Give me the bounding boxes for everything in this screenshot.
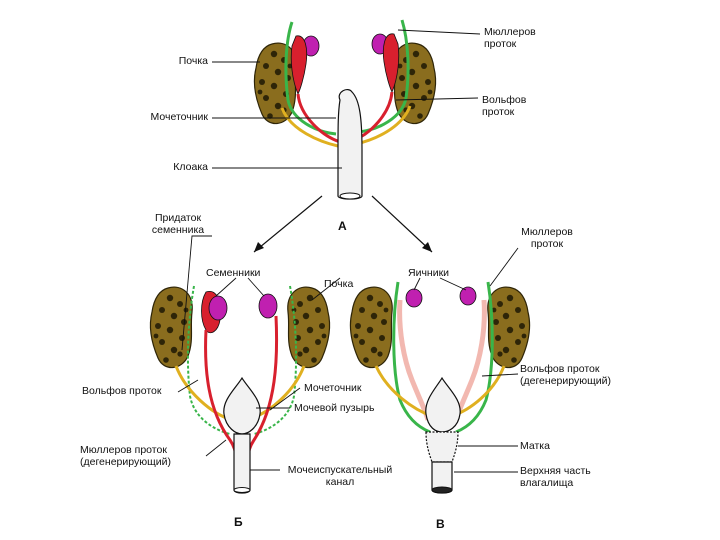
label-kidney-a: Почка [178, 55, 208, 67]
label-urethra: Мочеиспускательный канал [287, 464, 393, 488]
ovary-c-right-icon [459, 286, 477, 306]
bladder-c-shape [425, 376, 461, 433]
label-epididymis: Придаток семенника [151, 212, 205, 236]
label-muller-a: Мюллеров проток [484, 26, 536, 50]
urethra-b-shape [233, 433, 251, 494]
vagina-c-opening [431, 486, 453, 494]
panel-b-group [149, 285, 331, 494]
cloaca-opening [339, 192, 361, 200]
testis-b-right-icon [258, 293, 278, 319]
muller-duct-b-right [253, 285, 298, 435]
label-muller-b: Мюллеров проток (дегенерирующий) [80, 444, 171, 468]
label-wolff-b: Вольфов проток [82, 385, 162, 397]
label-uterus: Матка [520, 440, 550, 452]
label-testes: Семенники [206, 267, 261, 279]
label-ureter-b: Мочеточник [304, 382, 362, 394]
uterus-c-shape [425, 431, 459, 463]
label-panel-a: А [338, 219, 347, 233]
kidney-c-right-icon [487, 286, 531, 369]
arrow-to-b [253, 195, 323, 253]
wolff-duct-c-left [397, 299, 431, 421]
label-cloaca: Клоака [173, 161, 208, 173]
arrow-to-c [371, 195, 433, 253]
kidney-c-left-icon [349, 286, 393, 369]
label-ovaries: Яичники [408, 267, 450, 279]
panel-a-group [253, 19, 437, 200]
label-bladder: Мочевой пузырь [294, 402, 375, 414]
testis-b-left-icon [208, 295, 228, 321]
wolff-duct-b-right [246, 315, 279, 459]
label-vagina: Верхняя часть влагалища [520, 465, 591, 489]
arrow-to-b-head [254, 242, 264, 252]
urethra-b-opening [233, 487, 251, 493]
kidney-b-left-icon [149, 286, 193, 369]
kidney-a-left-icon [253, 42, 297, 125]
cloaca-shape [337, 88, 363, 200]
panel-c-group [349, 281, 531, 494]
label-wolff-c: Вольфов проток (дегенерирующий) [520, 363, 611, 387]
label-kidney-b: Почка [324, 278, 354, 290]
muller-duct-a-right [357, 19, 410, 134]
label-wolff-a: Вольфов проток [482, 94, 527, 118]
mesonephros-a-left [290, 35, 308, 95]
label-ureter-a: Мочеточник [150, 111, 208, 123]
ovary-c-left-icon [405, 288, 423, 308]
label-panel-c: В [436, 517, 445, 531]
arrow-to-c-head [422, 242, 432, 252]
mesonephros-a-right [382, 33, 400, 93]
ureter-a-left [280, 107, 339, 148]
bladder-b-shape [223, 376, 261, 435]
wolff-duct-a-left [296, 93, 341, 144]
label-muller-c: Мюллеров проток [521, 226, 573, 250]
muller-duct-c-right [455, 281, 494, 434]
label-panel-b: Б [234, 515, 243, 529]
leader-lines [177, 29, 519, 473]
wolff-duct-c-right [453, 299, 487, 421]
